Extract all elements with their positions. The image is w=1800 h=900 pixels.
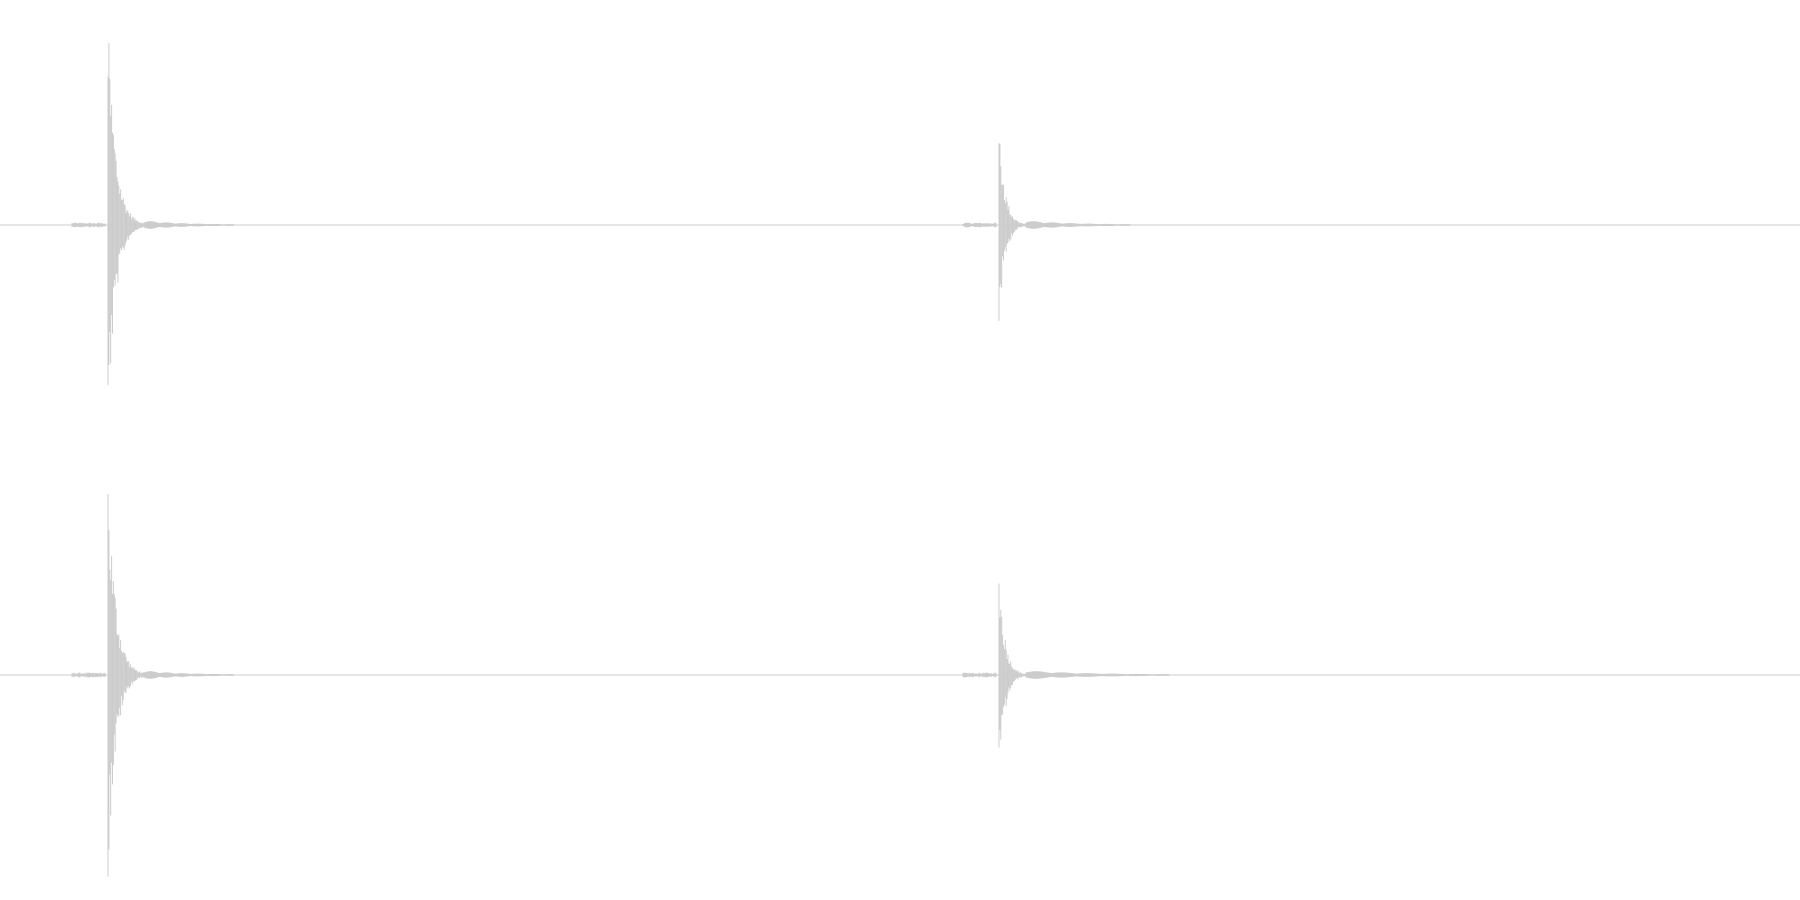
channel-2-transient-2 <box>962 583 1170 748</box>
channel-1-transient-2 <box>962 143 1131 322</box>
channels-group <box>0 43 1800 877</box>
channel-2[interactable] <box>0 493 1800 877</box>
channel-2-transient-1 <box>71 493 234 877</box>
channel-1-transient-1 <box>71 43 234 386</box>
channel-1[interactable] <box>0 43 1800 386</box>
